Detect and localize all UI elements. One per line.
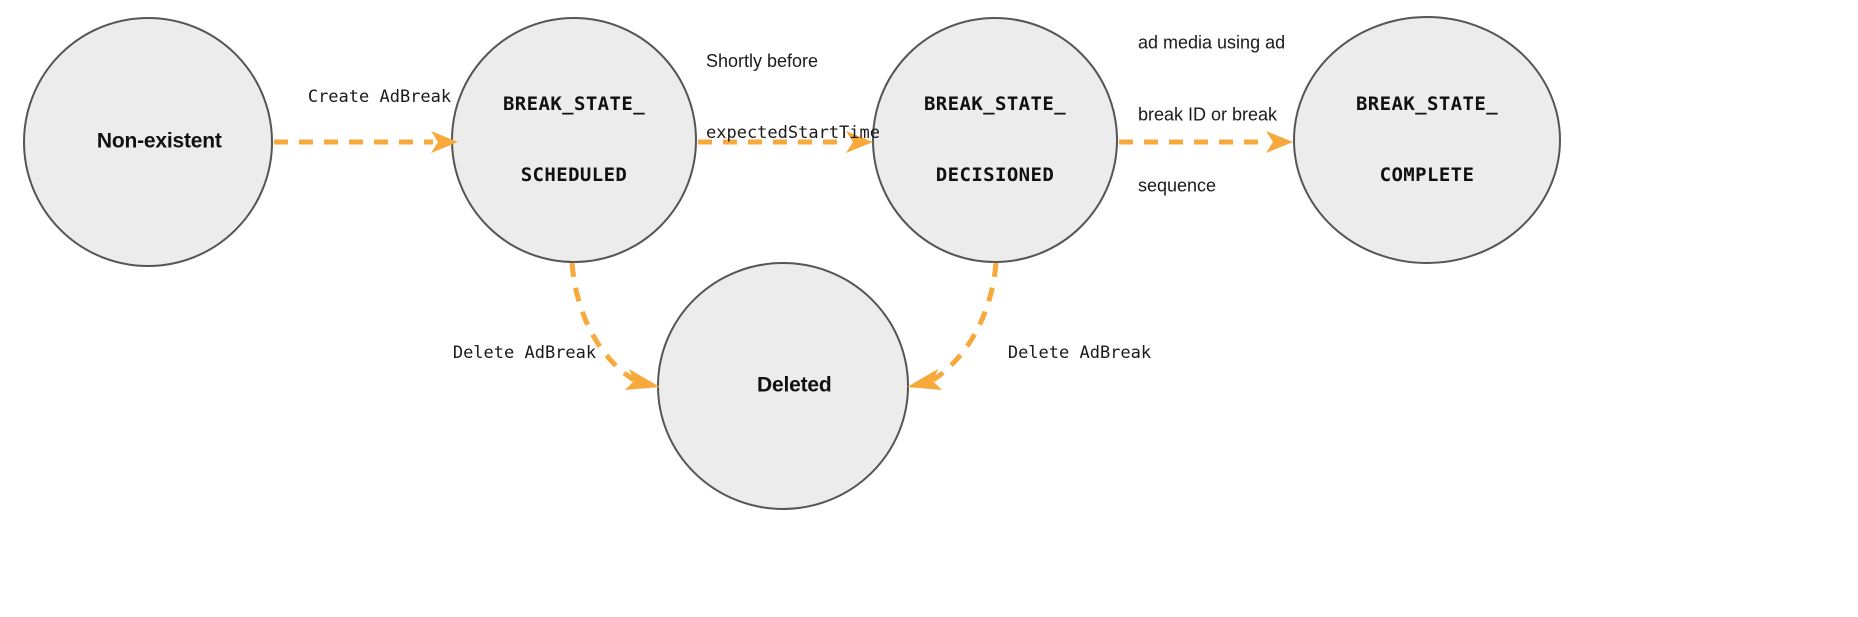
state-node-break-state-scheduled[interactable] <box>451 17 697 263</box>
edge-delete-adbreak-from-scheduled <box>569 262 660 390</box>
edge-end-user-requests-ad-media <box>1119 131 1293 153</box>
edge-create-adbreak <box>274 131 458 153</box>
edge-shortly-before-expected-start-time <box>698 131 873 153</box>
state-node-non-existent[interactable] <box>23 17 273 267</box>
state-node-deleted[interactable] <box>657 262 909 510</box>
state-node-break-state-complete[interactable] <box>1293 16 1561 264</box>
state-node-break-state-decisioned[interactable] <box>872 17 1118 263</box>
edge-delete-adbreak-from-decisioned <box>907 262 999 390</box>
